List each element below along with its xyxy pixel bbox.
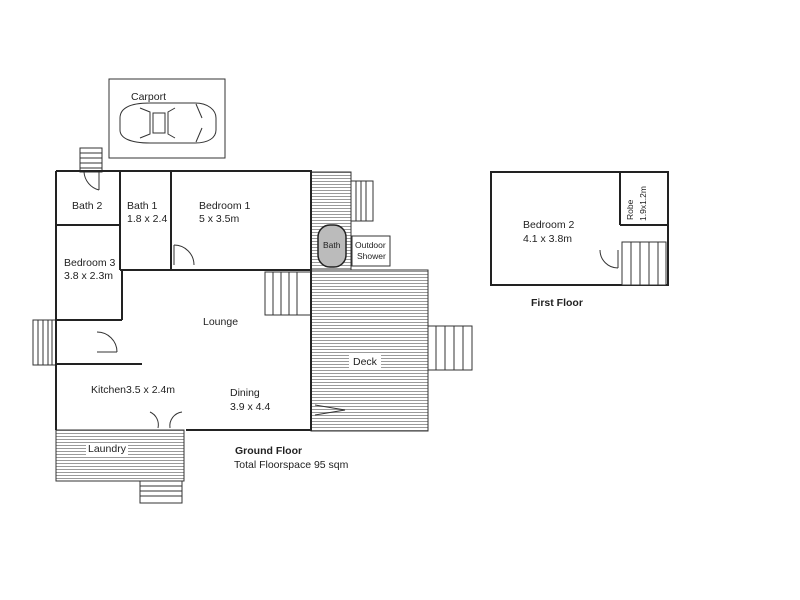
bedroom2-size: 4.1 x 3.8m: [523, 233, 573, 245]
carport: [108, 78, 226, 159]
upper-deck-stairs: [350, 180, 374, 222]
laundry-label: Laundry: [86, 443, 128, 456]
outdoor-shower-line2: Shower: [357, 251, 386, 261]
bedroom3-label: Bedroom 3: [64, 257, 116, 269]
lounge-stairs: [264, 271, 312, 316]
doors: [83, 171, 195, 429]
robe-size: 1.9x1.2m: [638, 186, 648, 221]
side-stairs: [32, 319, 57, 366]
bedroom1-size: 5 x 3.5m: [199, 213, 240, 225]
deck-stairs: [427, 325, 473, 371]
dining-label: Dining: [230, 387, 260, 399]
robe-label: Robe: [625, 199, 635, 220]
bedroom3-size: 3.8 x 2.3m: [64, 270, 114, 282]
deck-label: Deck: [349, 355, 381, 370]
first-floor-walls: [490, 171, 669, 286]
laundry-stairs: [139, 480, 183, 504]
outdoor-shower-line1: Outdoor: [355, 240, 386, 250]
bedroom1-label: Bedroom 1: [199, 200, 251, 212]
dining-size: 3.9 x 4.4: [230, 401, 271, 413]
bedroom2-label: Bedroom 2: [523, 219, 575, 231]
entry-stairs: [79, 147, 103, 173]
carport-label: Carport: [131, 91, 167, 103]
bath-tub-label: Bath: [323, 240, 341, 250]
first-floor-stairs: [621, 241, 667, 286]
deck-door-mark: [314, 404, 346, 416]
car-icon: [119, 102, 217, 144]
bath-tub: [317, 224, 347, 268]
first-floor-door: [599, 249, 619, 269]
ground-floor-title: Ground Floor: [235, 445, 303, 457]
outdoor-shower-box: [351, 235, 391, 267]
lounge-label: Lounge: [203, 316, 239, 328]
ground-floor-walls: [55, 170, 312, 431]
kitchen-label: Kitchen3.5 x 2.4m: [91, 384, 176, 396]
bath2-label: Bath 2: [72, 200, 103, 212]
first-floor-title: First Floor: [531, 297, 583, 309]
floorspace-total: Total Floorspace 95 sqm: [234, 459, 349, 471]
bath1-label: Bath 1: [127, 200, 158, 212]
bath1-size: 1.8 x 2.4: [127, 213, 168, 225]
